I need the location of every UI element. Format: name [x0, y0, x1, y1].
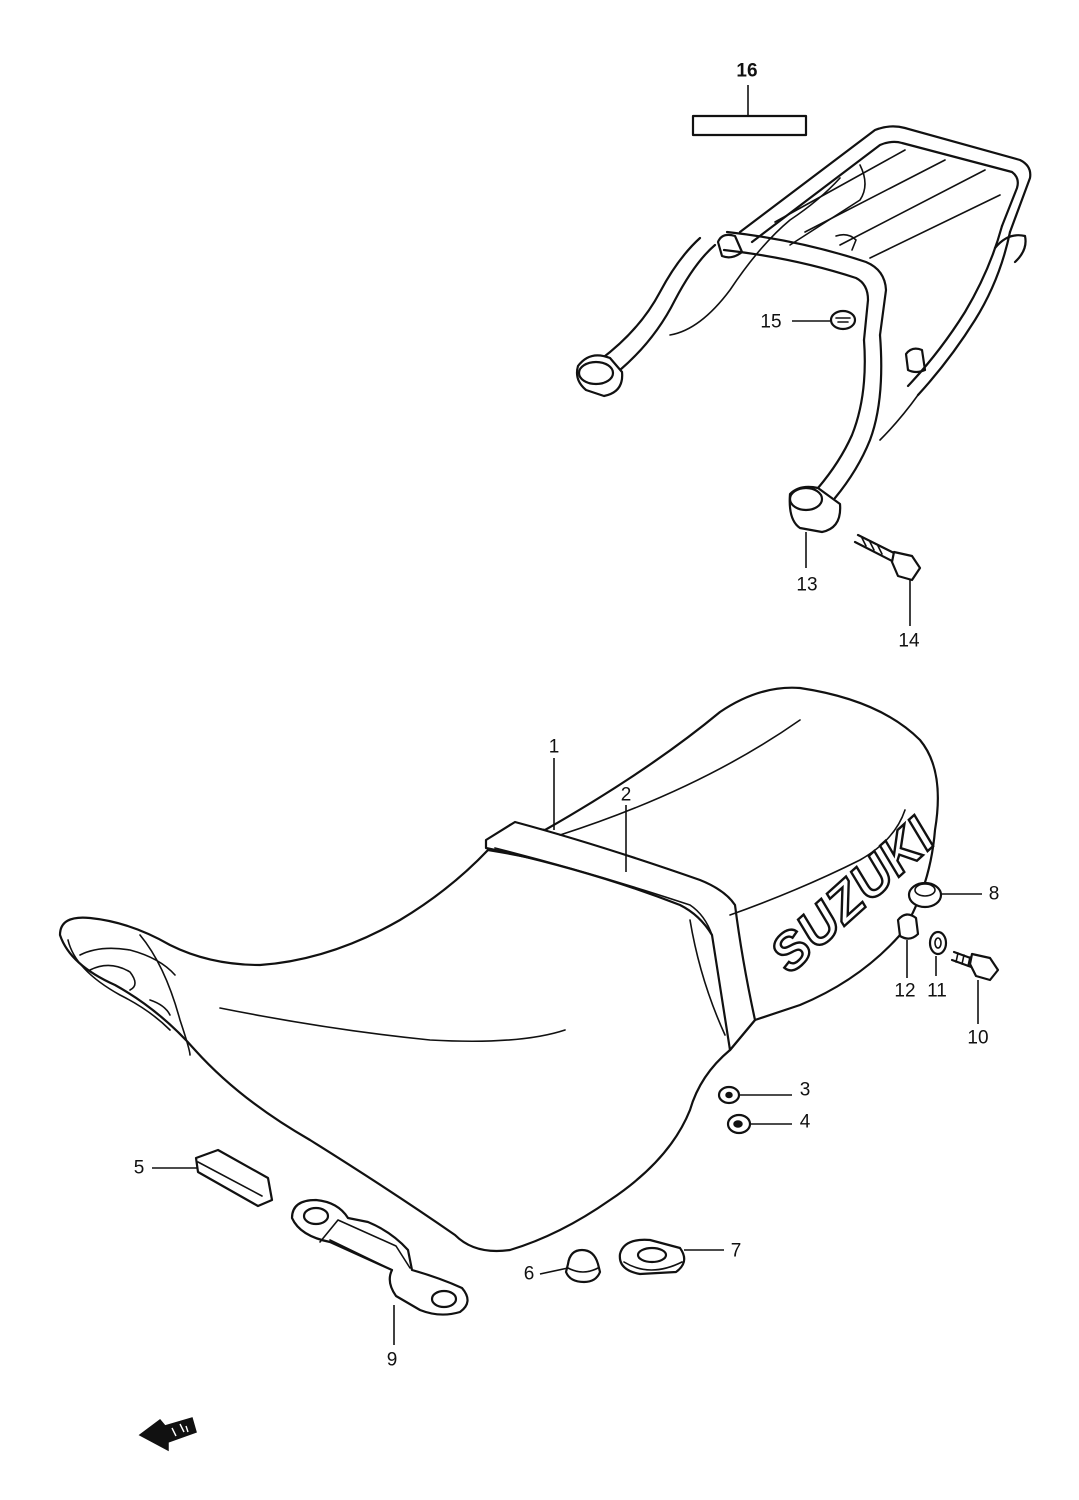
callout-15: 15 — [760, 311, 782, 333]
front-direction-arrow-icon — [138, 1417, 197, 1452]
callout-12: 12 — [894, 980, 916, 1002]
callout-13: 13 — [796, 574, 818, 596]
callout-10: 10 — [967, 1027, 989, 1049]
callout-8: 8 — [988, 883, 1000, 905]
part-8-grommet — [907, 881, 943, 909]
part-3-washer — [717, 1085, 741, 1105]
callout-4: 4 — [799, 1111, 811, 1133]
part-2-strap — [484, 820, 757, 1052]
callout-6: 6 — [523, 1263, 535, 1285]
callout-11: 11 — [927, 980, 947, 1002]
part-1-seat: SUZUKI — [58, 686, 948, 1253]
part-9-bracket — [290, 1198, 469, 1316]
part-16-label-plate — [691, 114, 808, 137]
part-15-nut — [829, 309, 857, 331]
callout-1: 1 — [548, 736, 560, 758]
part-14-bolt — [853, 533, 922, 582]
callout-3: 3 — [799, 1079, 811, 1101]
callout-14: 14 — [898, 630, 920, 652]
callout-5: 5 — [133, 1157, 145, 1179]
part-10-bolt — [950, 950, 1000, 982]
part-5-pad — [194, 1148, 274, 1208]
callout-2: 2 — [620, 784, 632, 806]
part-6-cap-nut — [564, 1248, 602, 1284]
part-12-collar — [896, 913, 920, 940]
part-4-nut — [726, 1113, 752, 1135]
callout-7: 7 — [730, 1240, 742, 1262]
callout-9: 9 — [386, 1349, 398, 1371]
rear-carrier — [575, 125, 1032, 534]
leader-lines — [152, 85, 982, 1345]
part-7-grommet — [618, 1238, 686, 1276]
callout-16: 16 — [736, 60, 758, 82]
part-11-washer — [928, 930, 948, 956]
